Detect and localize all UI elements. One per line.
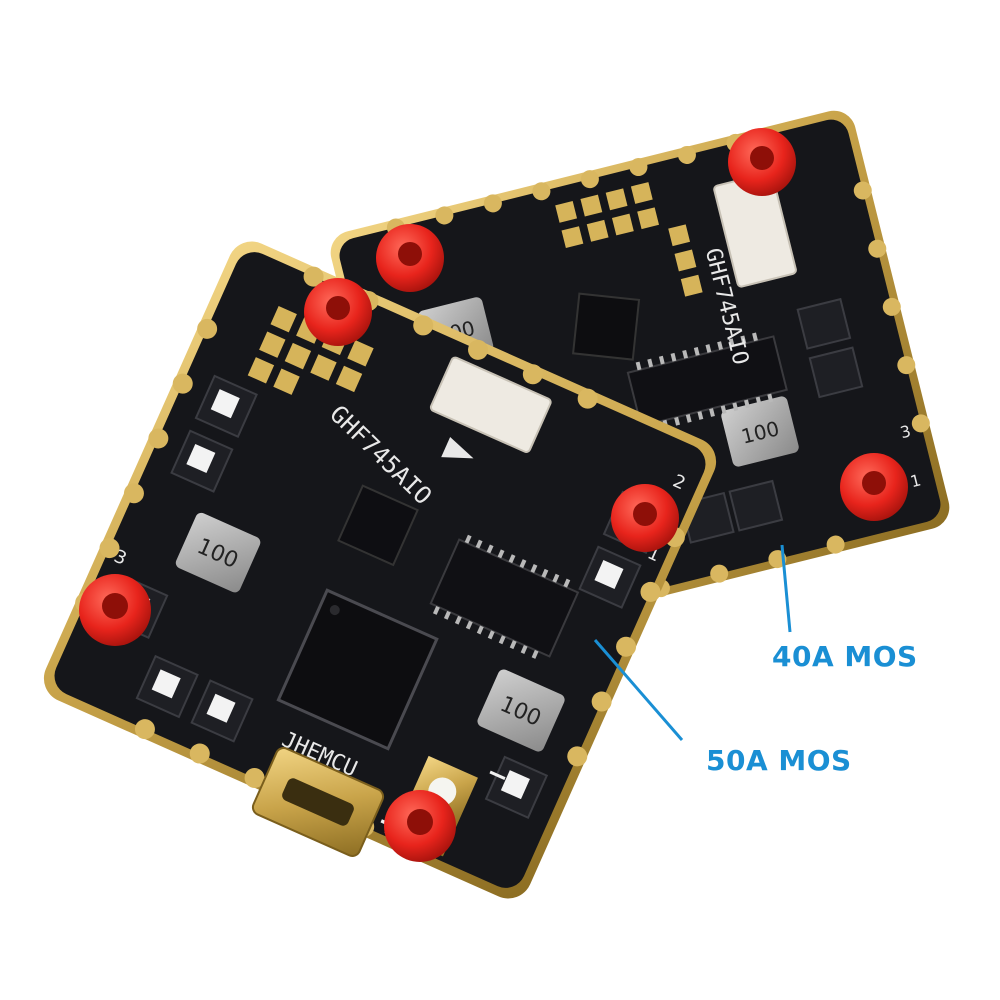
back-board-inductor-2: 100 [721,396,799,467]
front-board-standoff-br [384,790,456,862]
back-board-pad-number-1: 1 [908,470,922,491]
front-board-inductor-2: 100 [477,669,565,752]
front-board-connector [429,356,552,453]
back-board-solder-pads [555,182,703,297]
back-board-mcu [572,292,641,361]
front-board-mcu [276,588,439,751]
usb-c-port-icon [251,747,385,857]
back-board-pad-number-3: 3 [898,421,912,442]
back-board-driver [626,335,788,428]
callout-50a-mos: 50A MOS [706,744,852,777]
back-board-standoff-br [840,453,908,521]
front-board-driver-pins [432,534,571,659]
front-board-standoff-tl [304,278,372,346]
back-board-driver-pins [635,332,774,432]
front-board-driver [429,538,580,658]
callout-line-40a [780,544,792,633]
front-board-inductor-1: 100 [175,512,261,593]
back-board-standoff-tl [376,224,444,292]
callout-40a-mos: 40A MOS [772,640,918,673]
arrow-icon [441,437,474,459]
front-board-standoff-tr [611,484,679,552]
front-board-gyro [337,484,419,567]
callout-line-50a [593,639,684,741]
back-board-standoff-tr [728,128,796,196]
front-board-standoff-bl [79,574,151,646]
